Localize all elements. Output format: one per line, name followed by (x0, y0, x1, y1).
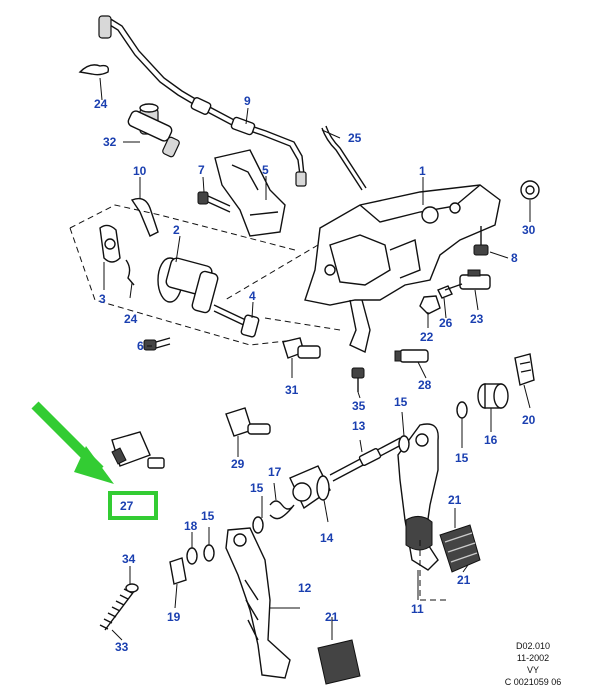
sensor-27 (111, 431, 165, 469)
bolt-7 (197, 191, 231, 213)
callout-34: 34 (122, 552, 136, 566)
pedal-pad-21b (317, 639, 361, 685)
callout-15a: 15 (394, 395, 408, 409)
nut-30 (520, 180, 540, 200)
callout-9: 9 (244, 94, 251, 108)
callout-31: 31 (285, 383, 299, 397)
callout-32: 32 (103, 135, 117, 149)
callout-8: 8 (511, 251, 518, 265)
callout-5: 5 (262, 163, 269, 177)
clip-19 (169, 557, 187, 585)
callout-22: 22 (420, 330, 434, 344)
callout-26: 26 (439, 316, 453, 330)
pivot-14 (289, 465, 331, 510)
bushing-15a (398, 435, 410, 453)
reference-id: C 0021059 06 (504, 677, 562, 687)
clip-24 (125, 259, 135, 286)
callout-13: 13 (352, 419, 366, 433)
master-cylinder-2 (99, 197, 260, 338)
callout-24a: 24 (94, 97, 108, 111)
switch-23 (444, 269, 491, 291)
pivot-shaft-13 (329, 437, 404, 482)
clevis-4 (240, 314, 260, 338)
callout-35: 35 (352, 399, 366, 413)
reference-code: D02.010 (515, 641, 551, 651)
bracket-5 (214, 149, 286, 237)
hose-10 (130, 197, 159, 237)
pedal-pad-21a (439, 524, 481, 573)
bolt-31 (282, 337, 321, 359)
callout-29: 29 (231, 457, 245, 471)
highlight-box-27 (108, 491, 158, 520)
callout-28: 28 (418, 378, 432, 392)
bushing-16 (477, 383, 509, 409)
spring-33 (99, 583, 139, 631)
reference-block: D02.010 11-2002 VY C 0021059 06 (478, 640, 588, 688)
bushing-15d (203, 544, 215, 562)
callout-23: 23 (470, 312, 484, 326)
reference-date: 11-2002 (516, 653, 550, 663)
callout-1: 1 (419, 164, 426, 178)
callout-21c: 21 (325, 610, 339, 624)
brake-pedal-11 (397, 423, 439, 571)
bolt-8 (473, 226, 489, 256)
callout-19: 19 (167, 610, 181, 624)
callout-21b: 21 (457, 573, 471, 587)
callout-14: 14 (320, 531, 334, 545)
union-fitting-32 (127, 103, 180, 158)
callout-30: 30 (522, 223, 536, 237)
callout-16: 16 (484, 433, 498, 447)
switch-28 (394, 349, 429, 363)
callout-20: 20 (522, 413, 536, 427)
callout-15d: 15 (201, 509, 215, 523)
callout-12: 12 (298, 581, 312, 595)
callout-15b: 15 (455, 451, 469, 465)
bushing-15b (456, 401, 468, 419)
callout-numbers: 1 2 3 4 5 6 7 8 9 10 11 12 13 14 15 15 1… (94, 94, 536, 654)
highlight-arrow (31, 401, 114, 484)
callout-7: 7 (198, 163, 205, 177)
bolt-35 (351, 367, 365, 392)
bushing-15c (252, 516, 264, 534)
callout-25: 25 (348, 131, 362, 145)
pedal-box-1 (224, 184, 501, 306)
callout-21a: 21 (448, 493, 462, 507)
callout-33: 33 (115, 640, 129, 654)
nut-22 (419, 295, 441, 315)
callout-24b: 24 (124, 312, 138, 326)
callout-3: 3 (99, 292, 106, 306)
spring-17 (269, 500, 295, 520)
bracket-20 (514, 353, 535, 386)
reference-model: VY (526, 665, 539, 675)
callout-15c: 15 (250, 481, 264, 495)
line-end-fitting (98, 15, 112, 39)
pedal-arm (349, 299, 371, 354)
washer-18 (186, 547, 198, 565)
callout-18: 18 (184, 519, 198, 533)
clip-24-top (78, 64, 110, 76)
bolt-6 (143, 337, 171, 351)
callout-4: 4 (249, 289, 256, 303)
callout-2: 2 (173, 223, 180, 237)
callout-10: 10 (133, 164, 147, 178)
callout-11: 11 (411, 602, 424, 616)
switch-29 (225, 407, 271, 437)
callout-17: 17 (268, 465, 282, 479)
callout-6: 6 (137, 339, 144, 353)
hydraulic-line (98, 15, 307, 187)
clutch-pedal-12 (225, 527, 291, 679)
leader-lines (99, 77, 531, 641)
callout-27: 27 (120, 499, 134, 513)
